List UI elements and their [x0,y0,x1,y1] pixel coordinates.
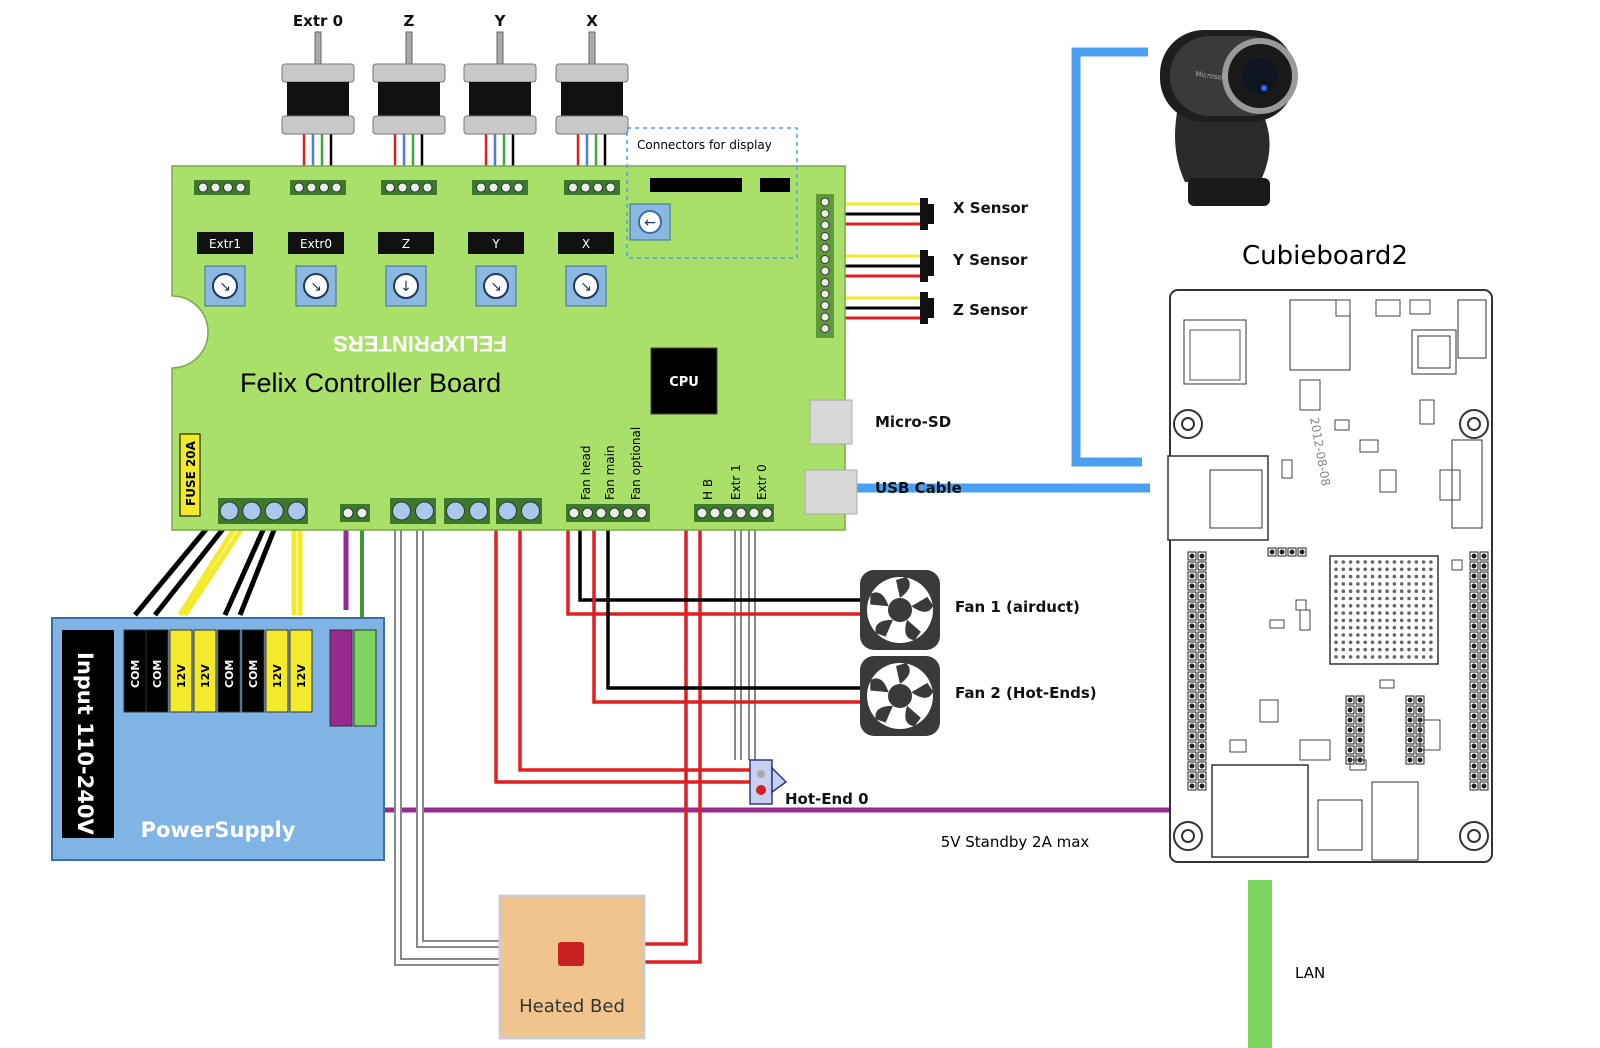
standby-connector [340,504,370,522]
display-connectors-label: Connectors for display [637,138,772,152]
psu-terminal-2: 12V [169,629,193,713]
top-connector-0 [194,180,250,195]
bed-thermistor-connector [390,498,436,524]
fan-connector-label-1: Fan main [603,445,617,500]
svg-text:↘: ↘ [219,279,231,295]
fan-label-2: Fan 2 (Hot-Ends) [955,684,1097,702]
usb-cable-label: USB Cable [875,479,962,497]
heater-connector [694,504,774,522]
stepper-motor-0: Extr 0 [281,12,355,135]
psu-terminal-label-1: COM [151,660,164,688]
top-connector-3 [472,180,528,195]
psu-power-connector [218,498,308,524]
hotend-label: Hot-End 0 [785,790,869,808]
cubieboard: 2012-08-08 [1167,289,1493,863]
board-logo: FELIXPRINTERS [333,331,507,356]
stepper-motor-2: Y [463,12,537,135]
display-connectors-box [626,127,798,259]
psu-terminal-label-4: COM [223,660,236,688]
fan-connector-label-2: Fan optional [629,427,643,500]
fan-connector-label-0: Fan head [579,445,593,500]
driver-2: Z↓ [378,232,434,307]
heater-connector-label-0: H B [701,479,715,500]
svg-text:↘: ↘ [490,279,502,295]
psu-terminal-label-0: COM [129,660,142,688]
psu-terminal-label-6: 12V [271,664,284,688]
driver-label-4: X [582,237,590,251]
sensor-plug-0 [920,198,934,230]
driver-3: Y↘ [468,232,524,307]
driver-1: Extr0 ↘ [288,232,344,307]
fan-2 [860,656,940,736]
heated-bed-label: Heated Bed [519,996,625,1017]
hotend-heater-connector [496,498,542,524]
motor-label-1: Z [404,12,415,30]
motor-label-3: X [586,12,598,30]
svg-text:↓: ↓ [400,279,412,295]
top-connector-4 [564,180,620,195]
driver-0: Extr1 ↘ [197,232,253,307]
lan-label: LAN [1295,964,1325,982]
driver-label-0: Extr1 [209,237,241,251]
svg-text:←: ← [644,215,656,231]
driver-4: X↘ [558,232,614,307]
svg-text:↘: ↘ [310,279,322,295]
heater-connector-label-2: Extr 0 [755,464,769,500]
psu-terminal-label-3: 12V [199,664,212,688]
heater-connector-label-1: Extr 1 [729,464,743,500]
psu-name: PowerSupply [141,818,296,842]
fan-connector [566,504,650,522]
psu-terminal-4: COM [217,629,241,713]
top-connector-1 [290,180,346,195]
psu-terminal-6: 12V [265,629,289,713]
controller-board: Connectors for display ← Extr1↘Extr0↘Z↓Y… [171,127,858,531]
sensor-label-x: X Sensor [953,199,1029,217]
webcam-cable [1071,47,1148,467]
micro-sd-label: Micro-SD [875,413,951,431]
psu-terminal-3: 12V [193,629,217,713]
psu-terminal-5: COM [241,629,265,713]
motor-label-2: Y [494,12,507,30]
sensor-plug-1 [920,250,934,282]
driver-label-2: Z [402,237,410,251]
board-title: Felix Controller Board [240,368,501,398]
driver-label-3: Y [491,237,500,251]
psu-terminal-1: COM [145,629,169,713]
sensor-label-y: Y Sensor [952,251,1028,269]
spare-connector [444,498,490,524]
standby-label: 5V Standby 2A max [941,833,1090,851]
webcam: Microsoft [1160,30,1298,206]
motor-label-0: Extr 0 [293,12,343,30]
psu-terminal-7: 12V [289,629,313,713]
psu-terminal-0: COM [123,629,147,713]
cpu-label: CPU [669,375,699,390]
fuse-label: FUSE 20A [184,440,198,506]
psu-input-label: Input 110-240V [73,652,97,835]
heated-bed [498,894,646,1040]
fan-1 [860,570,940,650]
fan-label-1: Fan 1 (airduct) [955,598,1080,616]
sensor-label-z: Z Sensor [953,301,1028,319]
svg-text:↘: ↘ [580,279,592,295]
psu-terminal-label-7: 12V [295,664,308,688]
cubieboard-title: Cubieboard2 [1242,241,1408,271]
top-connector-2 [381,180,437,195]
psu-terminal-label-5: COM [247,660,260,688]
stepper-motor-3: X [555,12,629,135]
psu-terminal-label-2: 12V [175,664,188,688]
sensor-plug-2 [920,292,934,324]
driver-label-1: Extr0 [300,237,332,251]
stepper-motor-1: Z [372,12,446,135]
hotend [749,759,788,805]
